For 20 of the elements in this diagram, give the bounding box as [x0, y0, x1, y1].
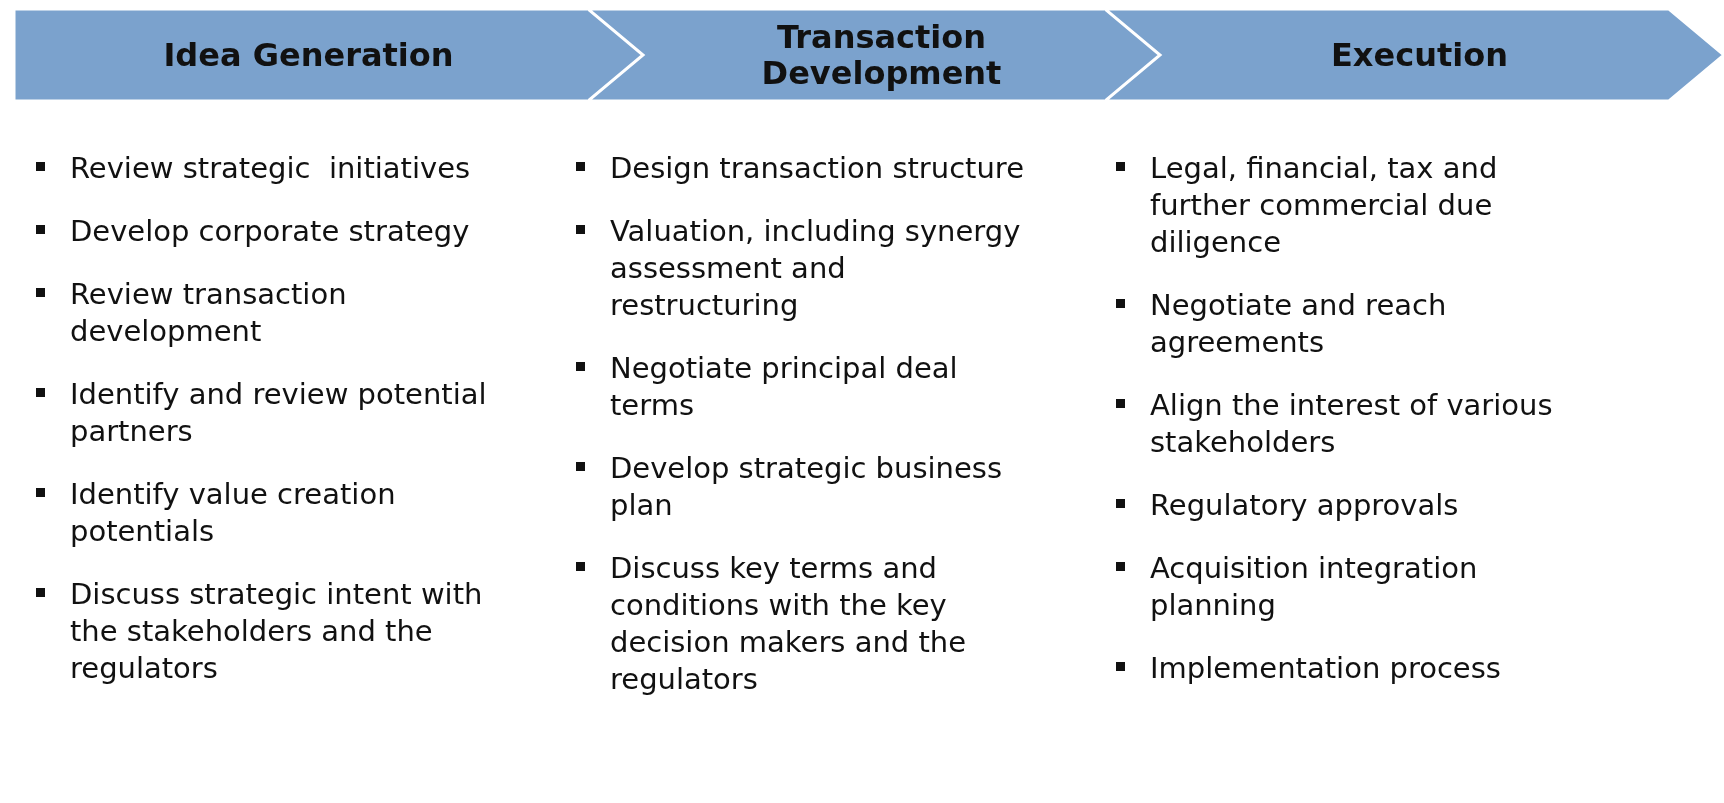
- bullet-item: Design transaction structure: [570, 150, 1040, 187]
- bullet-item: Identify value creation potentials: [30, 476, 510, 550]
- bullet-item: Discuss strategic intent with the stakeholders and the regulators: [30, 576, 510, 687]
- bullet-item: Align the interest of various stakeholders: [1110, 387, 1590, 461]
- bullet-item: Negotiate principal deal terms: [570, 350, 1040, 424]
- bullet-item: Legal, financial, tax and further commercial due diligence: [1110, 150, 1590, 261]
- bullet-item: Develop corporate strategy: [30, 213, 510, 250]
- stage-title: Transaction Development: [760, 19, 1003, 91]
- bullet-item: Review transaction development: [30, 276, 510, 350]
- stage-title: Idea Generation: [162, 37, 455, 73]
- bullet-item: Implementation process: [1110, 650, 1590, 687]
- bullet-item: Regulatory approvals: [1110, 487, 1590, 524]
- bullet-item: Valuation, including synergy assessment and restructuring: [570, 213, 1040, 324]
- bullet-item: Acquisition integration planning: [1110, 550, 1590, 624]
- bullet-item: Discuss key terms and conditions with the key decision makers and the regulators: [570, 550, 1040, 698]
- bullet-item: Negotiate and reach agreements: [1110, 287, 1590, 361]
- bullet-item: Review strategic initiatives: [30, 150, 510, 187]
- stage-title: Execution: [1330, 37, 1509, 73]
- bullet-item: Identify and review potential partners: [30, 376, 510, 450]
- bullet-item: Develop strategic business plan: [570, 450, 1040, 524]
